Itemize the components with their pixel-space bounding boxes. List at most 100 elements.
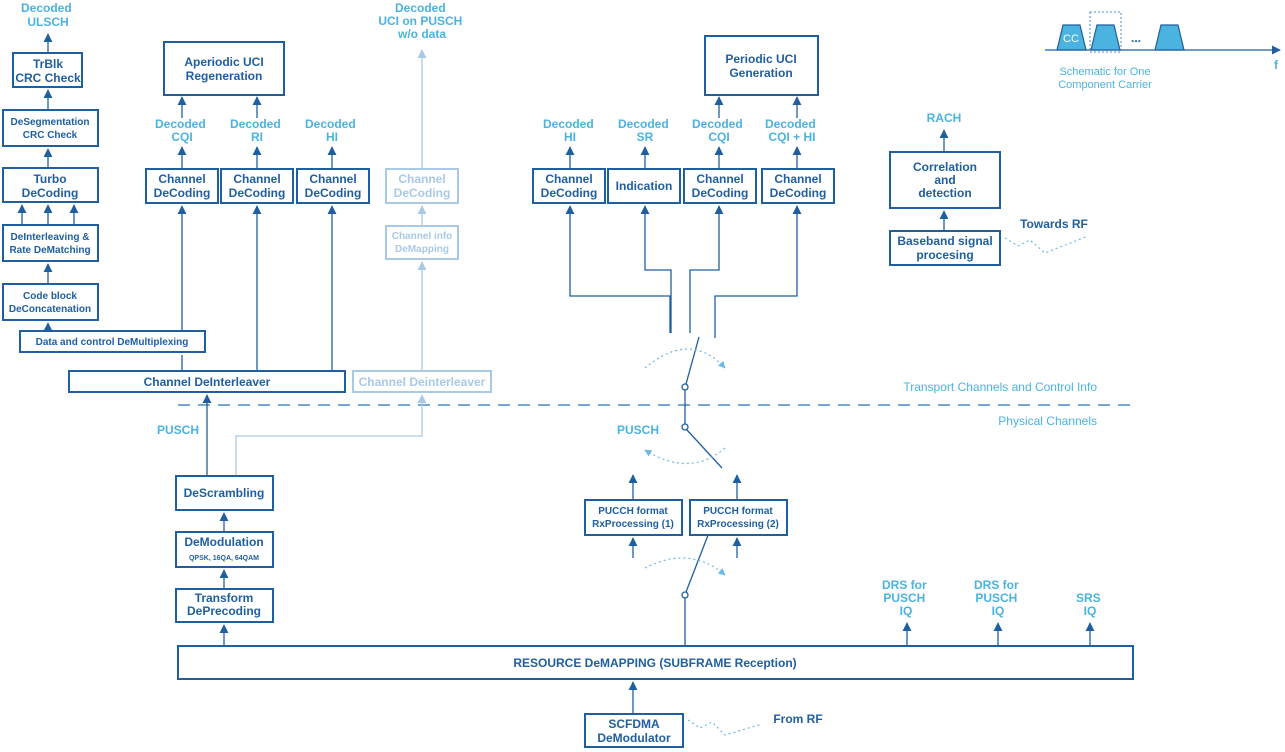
svg-text:Transform: Transform <box>195 591 254 605</box>
scfdma-demodulator-box: SCFDMA DeModulator <box>584 713 684 748</box>
pucch-format-1-box: PUCCH format RxProcessing (1) <box>584 499 683 536</box>
svg-text:Baseband signal: Baseband signal <box>897 234 992 248</box>
svg-text:DeCoding: DeCoding <box>229 186 286 200</box>
decoded-ulsch-label: Decoded ULSCH <box>21 1 75 29</box>
pusch-right-label: PUSCH <box>617 423 659 437</box>
upper-switch-node-lower <box>681 423 689 431</box>
periodic-uci-generation-box: Periodic UCI Generation <box>704 35 819 96</box>
component-carrier-legend: CC ... f Schematic for One Component Car… <box>1045 11 1281 91</box>
drs-pusch-iq-label-1: DRS for PUSCH IQ <box>882 578 930 618</box>
decoded-uci-pusch-label: Decoded UCI on PUSCH w/o data <box>378 1 465 41</box>
carrier-shape-2 <box>1090 24 1121 51</box>
svg-text:DeCoding: DeCoding <box>394 186 451 200</box>
svg-text:DeCoding: DeCoding <box>770 186 827 200</box>
deinterleaving-rate-dematching-box: DeInterleaving & Rate DeMatching <box>2 224 99 262</box>
svg-text:DeCoding: DeCoding <box>22 186 79 200</box>
svg-text:CRC Check: CRC Check <box>23 130 78 141</box>
svg-text:PUCCH format: PUCCH format <box>703 506 773 517</box>
svg-text:DeSegmentation: DeSegmentation <box>11 117 90 128</box>
svg-text:Code block: Code block <box>23 291 77 302</box>
carrier-highlight-frame <box>1089 11 1122 53</box>
svg-text:procesing: procesing <box>916 248 973 262</box>
pucch-channel-decoding-cqi-box: Channel DeCoding <box>683 168 757 204</box>
srs-iq-label: SRS IQ <box>1076 591 1104 618</box>
pucch-decoded-hi-label: Decoded HI <box>543 117 597 144</box>
data-control-demultiplexing-box: Data and control DeMultiplexing <box>19 330 206 353</box>
code-block-deconcatenation-box: Code block DeConcatenation <box>2 283 99 321</box>
svg-text:QPSK, 16QA, 64QAM: QPSK, 16QA, 64QAM <box>189 555 259 562</box>
svg-text:DeModulator: DeModulator <box>597 731 671 745</box>
decoded-hi-label: Decoded HI <box>305 117 359 144</box>
svg-text:Regeneration: Regeneration <box>186 69 263 83</box>
svg-text:Channel info: Channel info <box>392 231 453 242</box>
svg-text:DeInterleaving &: DeInterleaving & <box>11 232 90 243</box>
svg-text:Periodic UCI: Periodic UCI <box>725 52 796 66</box>
channel-decoding-cqi-box: Channel DeCoding <box>145 168 219 204</box>
svg-text:Channel: Channel <box>696 172 743 186</box>
desegmentation-box: DeSegmentation CRC Check <box>2 109 99 147</box>
carrier-cc-shape <box>1056 24 1087 51</box>
svg-text:PUCCH format: PUCCH format <box>598 506 668 517</box>
svg-text:SCFDMA: SCFDMA <box>608 717 660 731</box>
svg-text:Component Carrier: Component Carrier <box>1058 79 1152 91</box>
demodulation-box: DeModulation QPSK, 16QA, 64QAM <box>175 531 274 568</box>
svg-text:CRC Check: CRC Check <box>15 71 81 85</box>
transform-deprecoding-box: Transform DePrecoding <box>175 588 274 623</box>
physical-layer-label: Physical Channels <box>998 414 1097 428</box>
channel-decoding-faded-box: Channel DeCoding <box>385 168 459 204</box>
aperiodic-uci-regeneration-box: Aperiodic UCI Regeneration <box>163 41 285 96</box>
drs-pusch-iq-label-2: DRS for PUSCH IQ <box>974 578 1022 618</box>
pucch-format-2-box: PUCCH format RxProcessing (2) <box>689 499 788 536</box>
upper-switch-node-upper <box>681 383 689 391</box>
lower-switch-node <box>681 591 689 599</box>
frequency-axis-label: f <box>1274 58 1279 72</box>
svg-text:RESOURCE DeMAPPING (SUBFRAME R: RESOURCE DeMAPPING (SUBFRAME Reception) <box>513 656 796 670</box>
svg-text:DeCoding: DeCoding <box>692 186 749 200</box>
channel-deinterleaver-faded-box: Channel Deinterleaver <box>352 370 492 393</box>
decoded-cqi-label: Decoded CQI <box>155 117 209 144</box>
decoded-ri-label: Decoded RI <box>230 117 284 144</box>
svg-text:DeCoding: DeCoding <box>305 186 362 200</box>
from-rf-label: From RF <box>773 712 822 726</box>
svg-text:DePrecoding: DePrecoding <box>187 604 261 618</box>
svg-text:DeMapping: DeMapping <box>395 244 449 255</box>
rach-label: RACH <box>927 111 962 125</box>
svg-text:CC: CC <box>1063 33 1079 45</box>
svg-text:Data and control DeMultiplexin: Data and control DeMultiplexing <box>36 337 189 348</box>
svg-text:Channel: Channel <box>158 172 205 186</box>
svg-text:Rate DeMatching: Rate DeMatching <box>9 245 90 256</box>
svg-text:RxProcessing (2): RxProcessing (2) <box>697 519 779 530</box>
pucch-decoded-sr-label: Decoded SR <box>618 117 672 144</box>
svg-text:Schematic for One: Schematic for One <box>1059 66 1150 78</box>
svg-text:TrBlk: TrBlk <box>33 57 63 71</box>
pucch-decoded-cqi-label: Decoded CQI <box>692 117 746 144</box>
trblk-crc-check-box: TrBlk CRC Check <box>12 52 83 88</box>
svg-text:Indication: Indication <box>616 179 673 193</box>
channel-deinterleaver-box: Channel DeInterleaver <box>68 370 346 393</box>
pucch-channel-decoding-hi-box: Channel DeCoding <box>532 168 606 204</box>
resource-demapping-box: RESOURCE DeMAPPING (SUBFRAME Reception) <box>177 645 1134 680</box>
svg-text:Generation: Generation <box>729 66 792 80</box>
turbo-decoding-box: Turbo DeCoding <box>2 167 99 203</box>
svg-text:Channel: Channel <box>398 172 445 186</box>
svg-text:DeCoding: DeCoding <box>154 186 211 200</box>
svg-text:Channel: Channel <box>545 172 592 186</box>
svg-text:DeCoding: DeCoding <box>541 186 598 200</box>
indication-box: Indication <box>607 168 681 204</box>
from-rf-wave <box>687 719 763 736</box>
svg-text:Turbo: Turbo <box>33 172 66 186</box>
channel-info-demapping-box: Channel info DeMapping <box>385 225 459 260</box>
svg-text:DeModulation: DeModulation <box>184 535 263 549</box>
channel-decoding-hi-box: Channel DeCoding <box>296 168 370 204</box>
svg-text:DeConcatenation: DeConcatenation <box>9 304 91 315</box>
pusch-left-label: PUSCH <box>157 423 199 437</box>
svg-text:RxProcessing (1): RxProcessing (1) <box>592 519 674 530</box>
svg-text:Channel: Channel <box>774 172 821 186</box>
correlation-detection-box: Correlation and detection <box>889 151 1001 209</box>
channel-decoding-ri-box: Channel DeCoding <box>220 168 294 204</box>
svg-text:Channel: Channel <box>233 172 280 186</box>
pucch-channel-decoding-cqi-hi-box: Channel DeCoding <box>761 168 835 204</box>
svg-text:Aperiodic UCI: Aperiodic UCI <box>184 55 263 69</box>
towards-rf-label: Towards RF <box>1020 217 1088 231</box>
